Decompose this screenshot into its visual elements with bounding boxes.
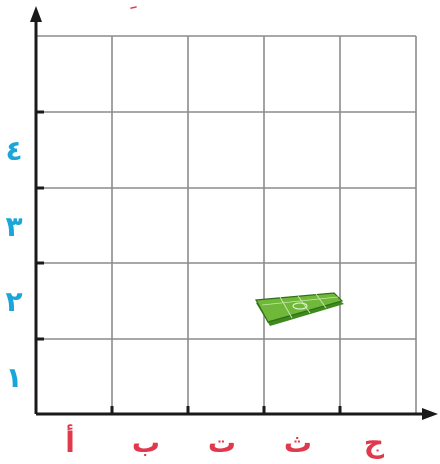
top-partial-label: ِ <box>130 6 137 10</box>
row-label-3: ٣ <box>5 210 22 243</box>
row-label-1: ١ <box>5 361 22 394</box>
soccer-field-icon <box>256 293 344 326</box>
column-label-3: ت <box>208 426 236 459</box>
x-axis <box>36 406 438 420</box>
column-label-4: ث <box>284 426 312 459</box>
row-label-4: ٤ <box>5 134 22 167</box>
row-label-2: ٢ <box>5 285 22 318</box>
x-axis-arrow-icon <box>422 408 438 420</box>
grid-lines <box>36 36 416 414</box>
y-axis-arrow-icon <box>30 6 42 22</box>
column-label-2: ب <box>132 426 160 459</box>
column-label-1: أ <box>65 424 75 459</box>
y-axis <box>30 6 44 414</box>
column-label-5: ج <box>364 426 385 460</box>
